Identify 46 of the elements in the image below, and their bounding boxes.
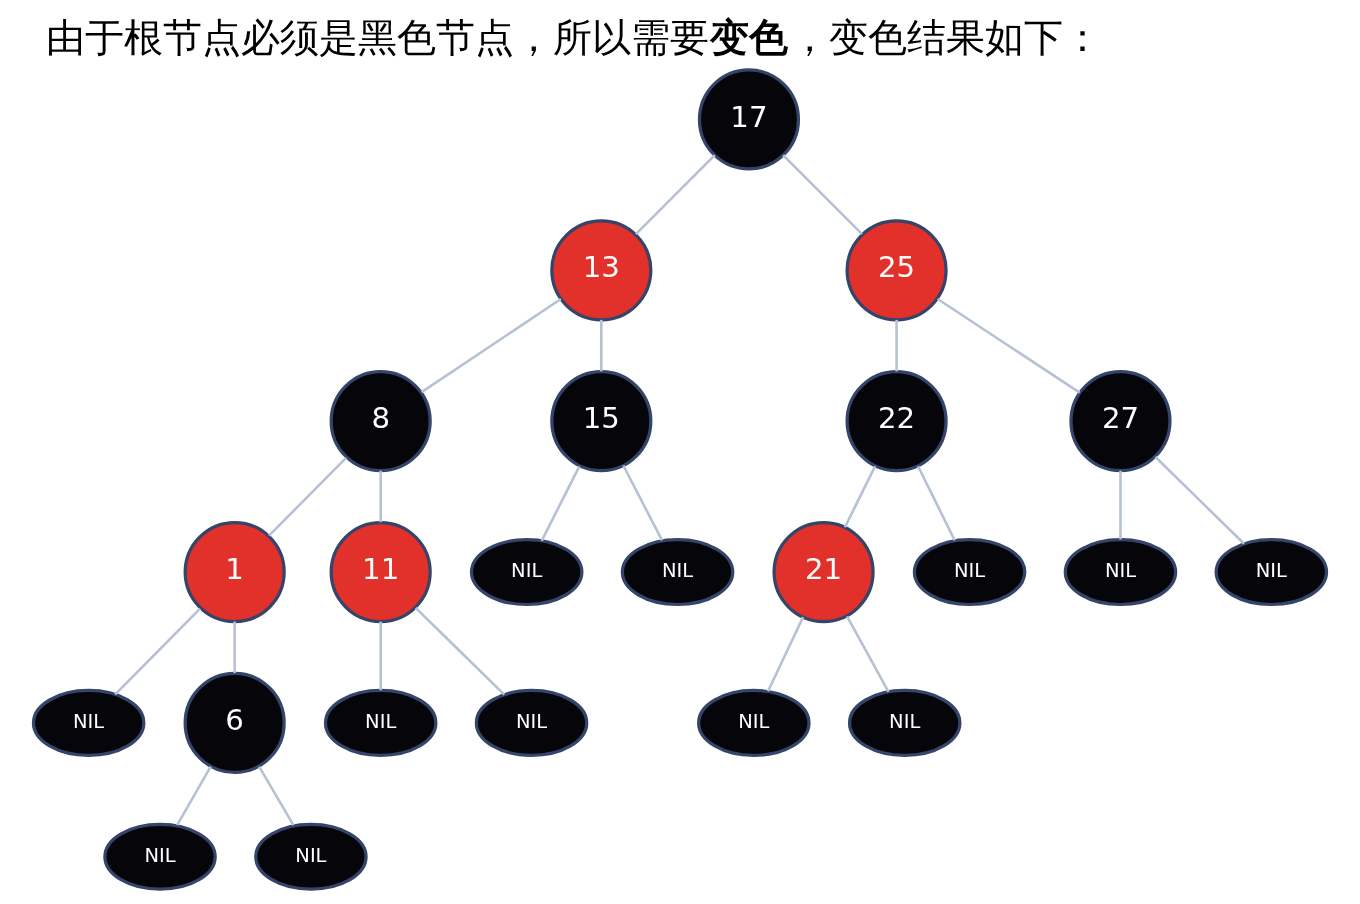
node-circle: 15 (550, 370, 653, 473)
diagram-title: 由于根节点必须是黑色节点，所以需要变色，变色结果如下： (46, 14, 1102, 60)
node-ellipse: NIL (103, 822, 217, 891)
connector (1154, 456, 1245, 545)
connector (268, 456, 347, 537)
connector (540, 465, 581, 542)
connector (420, 297, 562, 394)
node-circle: 27 (1069, 370, 1172, 473)
connector (843, 465, 877, 528)
connector (634, 154, 716, 235)
node-circle: 21 (772, 520, 875, 624)
connector (622, 464, 664, 542)
connector (845, 615, 890, 693)
connector (782, 154, 863, 235)
connector (176, 765, 212, 826)
node-circle: 25 (845, 219, 948, 322)
connector (233, 621, 236, 674)
connector (1119, 470, 1122, 540)
node-ellipse: NIL (847, 688, 962, 757)
node-ellipse: NIL (697, 688, 811, 757)
connector (895, 319, 898, 372)
node-ellipse: NIL (912, 538, 1027, 607)
connector (916, 465, 956, 541)
node-circle: 8 (329, 370, 432, 473)
node-circle: 13 (550, 219, 653, 322)
node-circle: 17 (697, 68, 801, 171)
connector (414, 607, 506, 696)
connector (600, 319, 603, 372)
connector (258, 765, 295, 826)
node-ellipse: NIL (474, 688, 589, 757)
node-ellipse: NIL (469, 538, 584, 607)
connector (766, 616, 805, 692)
connector (114, 607, 201, 696)
node-circle: 11 (329, 520, 432, 624)
connector (379, 621, 382, 691)
node-ellipse: NIL (620, 538, 735, 607)
connector (936, 297, 1081, 394)
node-ellipse: NIL (254, 822, 368, 891)
node-circle: 6 (183, 671, 286, 775)
node-ellipse: NIL (323, 688, 438, 757)
node-ellipse: NIL (1214, 538, 1329, 607)
node-ellipse: NIL (31, 688, 146, 757)
node-circle: 1 (183, 520, 286, 624)
node-circle: 22 (845, 370, 948, 473)
node-ellipse: NIL (1063, 538, 1178, 607)
connector (379, 470, 382, 523)
